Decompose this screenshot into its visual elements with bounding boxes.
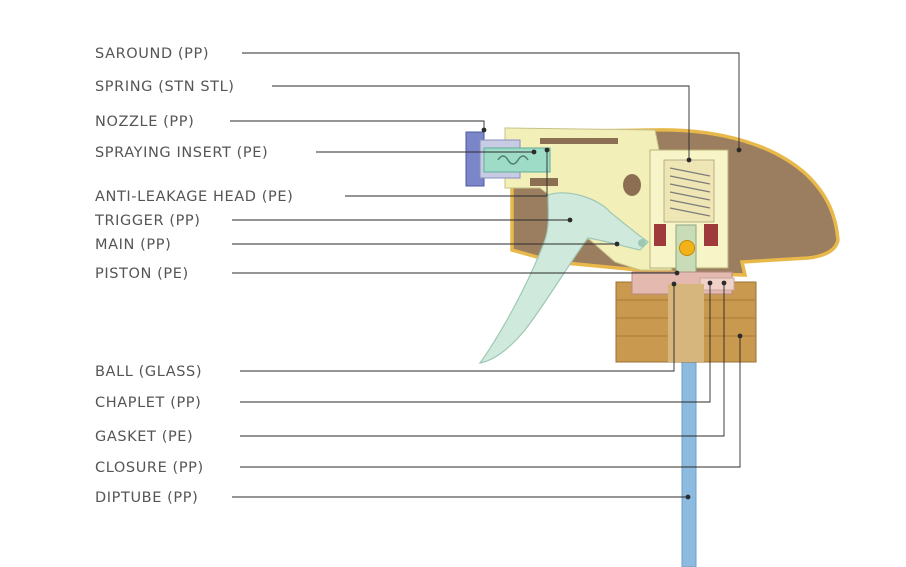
trigger-shape	[478, 192, 649, 364]
label-diptube: DIPTUBE (PP)	[95, 490, 198, 506]
leader-diptube-end	[685, 494, 691, 500]
leader-spring-end	[686, 157, 692, 163]
closure-bore	[668, 284, 704, 362]
main-hole-1	[623, 174, 641, 196]
label-chaplet: CHAPLET (PP)	[95, 395, 201, 411]
leader-saround	[242, 52, 740, 150]
leader-piston-end	[674, 270, 680, 276]
spring-shape	[669, 167, 711, 217]
main-slot-1	[540, 138, 618, 144]
leader-main-end	[614, 241, 620, 247]
valve-left	[654, 224, 666, 246]
leader-nozzle-end	[481, 127, 487, 133]
leader-ball-end	[671, 281, 677, 287]
part-labels: SAROUND (PP) SPRING (STN STL) NOZZLE (PP…	[94, 46, 293, 506]
label-main: MAIN (PP)	[95, 237, 171, 253]
sprayer-illustration	[465, 127, 840, 567]
label-anti-leakage-head: ANTI-LEAKAGE HEAD (PE)	[95, 189, 293, 205]
label-gasket: GASKET (PE)	[95, 429, 193, 445]
insert-coil	[497, 155, 529, 165]
leader-spring	[272, 85, 690, 160]
leader-gasket-end	[721, 280, 727, 286]
main-slot-2	[530, 178, 558, 186]
ball-shape	[679, 240, 695, 256]
leader-anti-leakage-head	[345, 150, 548, 197]
trigger-pivot	[638, 239, 646, 247]
leader-lines	[230, 52, 743, 500]
leader-closure	[240, 336, 741, 468]
leader-nozzle	[230, 120, 485, 130]
leader-chaplet-end	[707, 280, 713, 286]
label-saround: SAROUND (PP)	[95, 46, 209, 62]
gasket-shape	[699, 277, 735, 291]
label-closure: CLOSURE (PP)	[95, 460, 204, 476]
label-spring: SPRING (STN STL)	[95, 79, 235, 95]
leader-chaplet	[240, 283, 711, 403]
label-piston: PISTON (PE)	[95, 266, 189, 282]
label-trigger: TRIGGER (PP)	[94, 213, 201, 229]
leader-closure-end	[737, 333, 743, 339]
label-spraying-insert: SPRAYING INSERT (PE)	[95, 145, 268, 161]
leader-trigger-end	[567, 217, 573, 223]
label-nozzle: NOZZLE (PP)	[95, 114, 194, 130]
leader-gasket	[240, 283, 725, 437]
leader-anti-leakage-head-end	[544, 147, 550, 153]
leader-ball	[240, 284, 675, 372]
label-ball: BALL (GLASS)	[95, 364, 202, 380]
leader-spraying-insert-end	[531, 149, 537, 155]
leader-saround-end	[736, 147, 742, 153]
valve-right	[704, 224, 718, 246]
